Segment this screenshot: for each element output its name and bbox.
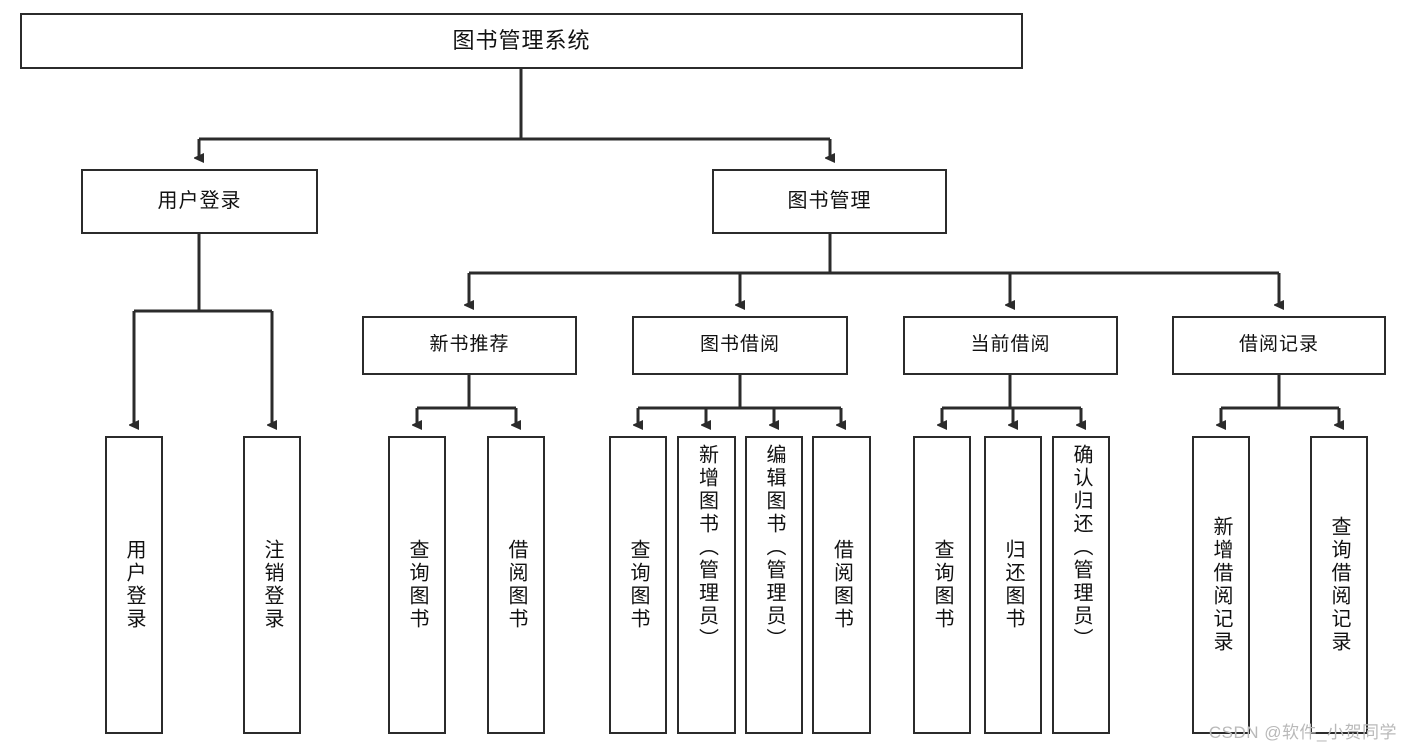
node-leaf-confirm-return-admin[interactable]: 确认归还（管理员） bbox=[1052, 436, 1110, 734]
node-label: 当前借阅 bbox=[970, 334, 1051, 356]
node-leaf-query-book-recommend[interactable]: 查询图书 bbox=[388, 436, 446, 734]
node-label: 新增借阅记录 bbox=[1210, 516, 1232, 654]
node-current-borrow[interactable]: 当前借阅 bbox=[903, 316, 1118, 375]
node-leaf-borrow-book-recommend[interactable]: 借阅图书 bbox=[487, 436, 545, 734]
node-label: 用户登录 bbox=[157, 189, 242, 212]
node-label: 借阅记录 bbox=[1238, 334, 1319, 356]
node-leaf-borrow-book[interactable]: 借阅图书 bbox=[812, 436, 871, 734]
node-new-book-recommend[interactable]: 新书推荐 bbox=[362, 316, 577, 375]
node-leaf-user-logout[interactable]: 注销登录 bbox=[243, 436, 301, 734]
node-label: 新书推荐 bbox=[429, 334, 510, 356]
node-leaf-user-login[interactable]: 用户登录 bbox=[105, 436, 163, 734]
node-leaf-edit-book-admin[interactable]: 编辑图书（管理员） bbox=[745, 436, 803, 734]
node-leaf-query-book-borrow[interactable]: 查询图书 bbox=[609, 436, 667, 734]
node-label: 查询借阅记录 bbox=[1328, 516, 1350, 654]
node-label: 新增图书（管理员） bbox=[695, 444, 718, 651]
node-label: 图书管理 bbox=[787, 189, 872, 212]
node-label: 查询图书 bbox=[406, 539, 428, 631]
node-label: 编辑图书（管理员） bbox=[763, 444, 785, 651]
node-label: 借阅图书 bbox=[505, 539, 527, 631]
csdn-watermark: CSDN @软件_小贺同学 bbox=[1208, 723, 1397, 742]
node-label: 借阅图书 bbox=[830, 539, 853, 631]
node-leaf-add-book-admin[interactable]: 新增图书（管理员） bbox=[677, 436, 736, 734]
node-leaf-query-book-current[interactable]: 查询图书 bbox=[913, 436, 971, 734]
node-book-management-system[interactable]: 图书管理系统 bbox=[20, 13, 1023, 69]
node-leaf-query-borrow-record[interactable]: 查询借阅记录 bbox=[1310, 436, 1368, 734]
node-label: 注销登录 bbox=[261, 539, 283, 631]
node-label: 图书管理系统 bbox=[452, 28, 591, 54]
node-label: 查询图书 bbox=[627, 539, 649, 631]
node-label: 用户登录 bbox=[123, 539, 145, 631]
node-borrow-record[interactable]: 借阅记录 bbox=[1172, 316, 1386, 375]
node-leaf-add-borrow-record[interactable]: 新增借阅记录 bbox=[1192, 436, 1250, 734]
node-label: 确认归还（管理员） bbox=[1070, 444, 1092, 651]
node-label: 图书借阅 bbox=[699, 334, 780, 356]
node-leaf-return-book[interactable]: 归还图书 bbox=[984, 436, 1042, 734]
node-user-login[interactable]: 用户登录 bbox=[81, 169, 318, 234]
node-book-borrow[interactable]: 图书借阅 bbox=[632, 316, 848, 375]
node-book-management[interactable]: 图书管理 bbox=[712, 169, 947, 234]
node-label: 查询图书 bbox=[931, 539, 953, 631]
node-label: 归还图书 bbox=[1002, 539, 1024, 631]
